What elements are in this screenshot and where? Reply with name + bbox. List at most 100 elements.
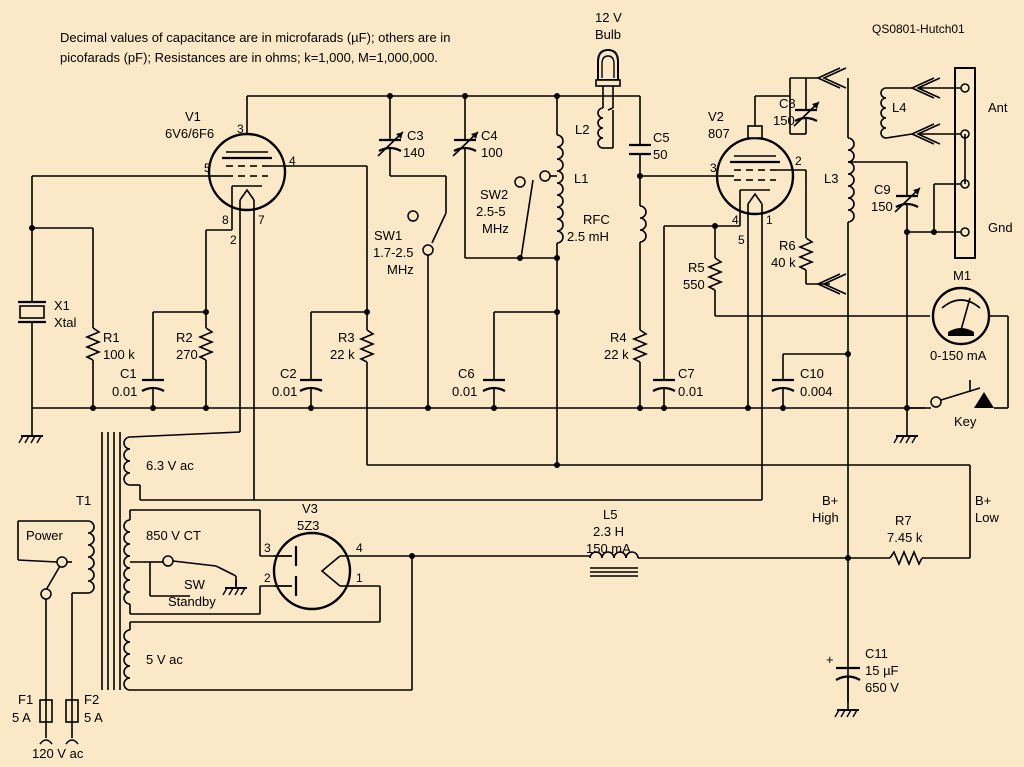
sw2-value1: 2.5-5 — [476, 204, 506, 219]
coil-l1 — [554, 96, 564, 465]
power-filter: + — [412, 549, 970, 718]
r5-value: 550 — [683, 277, 705, 292]
m1-range: 0-150 mA — [930, 348, 987, 363]
c3-sw1-circuit — [377, 96, 447, 411]
c2-ref: C2 — [280, 366, 297, 381]
c7-ref: C7 — [678, 366, 695, 381]
v2-output-circuit — [755, 67, 855, 702]
v1-cathode-circuit — [141, 229, 232, 411]
t1-ref: T1 — [76, 493, 91, 508]
v3-pin1: 1 — [356, 571, 363, 585]
c10-ref: C10 — [800, 366, 824, 381]
capacitor-c10 — [771, 353, 848, 411]
c6-value: 0.01 — [452, 384, 477, 399]
sw2-ref: SW2 — [480, 187, 508, 202]
bplus-high-line2: High — [812, 510, 839, 525]
f2-ref: F2 — [84, 692, 99, 707]
r5-ref: R5 — [688, 260, 705, 275]
l2-ref: L2 — [575, 122, 589, 137]
v2-pin3: 3 — [710, 161, 717, 175]
rfc-ref: RFC — [583, 212, 610, 227]
v1-type: 6V6/6F6 — [165, 126, 214, 141]
c5-value: 50 — [653, 147, 667, 162]
bulb-l2-circuit — [595, 48, 621, 149]
v1-pin8: 8 — [222, 213, 229, 227]
sw-ref: SW — [184, 577, 206, 592]
v1-pin5: 5 — [204, 161, 211, 175]
r4-ref: R4 — [610, 330, 627, 345]
m1-ref: M1 — [953, 268, 971, 283]
v2-ref: V2 — [708, 109, 724, 124]
mains-label: 120 V ac — [32, 746, 84, 761]
v3-pin2: 2 — [264, 571, 271, 585]
power-label: Power — [26, 528, 64, 543]
c11-value1: 15 µF — [865, 663, 899, 678]
v3-pin4: 4 — [356, 541, 363, 555]
key-label: Key — [954, 414, 977, 429]
bplus-low-line2: Low — [975, 510, 999, 525]
v1-screen-circuit — [285, 165, 376, 465]
c9-ref: C9 — [874, 182, 891, 197]
v1-pin2: 2 — [230, 233, 237, 247]
sw-value: Standby — [168, 594, 216, 609]
v1-ref: V1 — [185, 109, 201, 124]
c1-ref: C1 — [120, 366, 137, 381]
c7-value: 0.01 — [678, 384, 703, 399]
sw2-value2: MHz — [482, 221, 509, 236]
v1-plate-bus — [247, 93, 640, 99]
v1-pin7: 7 — [258, 213, 265, 227]
meter-m1 — [931, 286, 1009, 408]
bplus-low-line1: B+ — [975, 493, 991, 508]
capacitor-c6 — [482, 311, 557, 411]
figure-id: QS0801-Hutch01 — [872, 22, 965, 36]
svg-text:+: + — [826, 652, 834, 667]
v1-grid-circuit — [18, 175, 210, 411]
v3-pin3: 3 — [264, 541, 271, 555]
l5-ref: L5 — [603, 507, 617, 522]
r3-value: 22 k — [330, 347, 355, 362]
c6-ref: C6 — [458, 366, 475, 381]
sw1-ref: SW1 — [374, 228, 402, 243]
c4-ref: C4 — [481, 128, 498, 143]
l1-ref: L1 — [574, 171, 588, 186]
c3-value: 140 — [403, 145, 425, 160]
r6-value: 40 k — [771, 255, 796, 270]
v3-type: 5Z3 — [297, 518, 319, 533]
v3-ref: V3 — [302, 501, 318, 516]
c8-ref: C8 — [779, 96, 796, 111]
f2-value: 5 A — [84, 710, 103, 725]
r1-ref: R1 — [103, 330, 120, 345]
bplus-high-line1: B+ — [822, 493, 838, 508]
terminal-strip — [954, 67, 976, 259]
l5-value1: 2.3 H — [593, 524, 624, 539]
r2-ref: R2 — [176, 330, 193, 345]
v1-pin3: 3 — [237, 122, 244, 136]
c4-value: 100 — [481, 145, 503, 160]
c9-value: 150 — [871, 199, 893, 214]
bulb-line-1: 12 V — [595, 10, 622, 25]
tube-v2 — [715, 96, 806, 500]
v2-cathode-circuit — [652, 223, 930, 411]
key-switch — [907, 380, 1008, 409]
c11-value2: 650 V — [865, 680, 899, 695]
r7-ref: R7 — [895, 513, 912, 528]
terminal-gnd: Gnd — [988, 220, 1013, 235]
c2-value: 0.01 — [272, 384, 297, 399]
r7-value: 7.45 k — [887, 530, 923, 545]
f1-ref: F1 — [18, 692, 33, 707]
c10-value: 0.004 — [800, 384, 833, 399]
c5-ref: C5 — [653, 130, 670, 145]
c1-value: 0.01 — [112, 384, 137, 399]
r1-value: 100 k — [103, 347, 135, 362]
v2-type: 807 — [708, 126, 730, 141]
c8-value: 150 — [773, 113, 795, 128]
sw1-value2: MHz — [387, 262, 414, 277]
l3-ref: L3 — [824, 171, 838, 186]
t1-sec3: 5 V ac — [146, 652, 183, 667]
l4-ref: L4 — [892, 100, 906, 115]
v2-pin1: 1 — [766, 213, 773, 227]
terminal-ant: Ant — [988, 100, 1008, 115]
t1-sec2: 850 V CT — [146, 528, 201, 543]
x1-ref: X1 — [54, 298, 70, 313]
